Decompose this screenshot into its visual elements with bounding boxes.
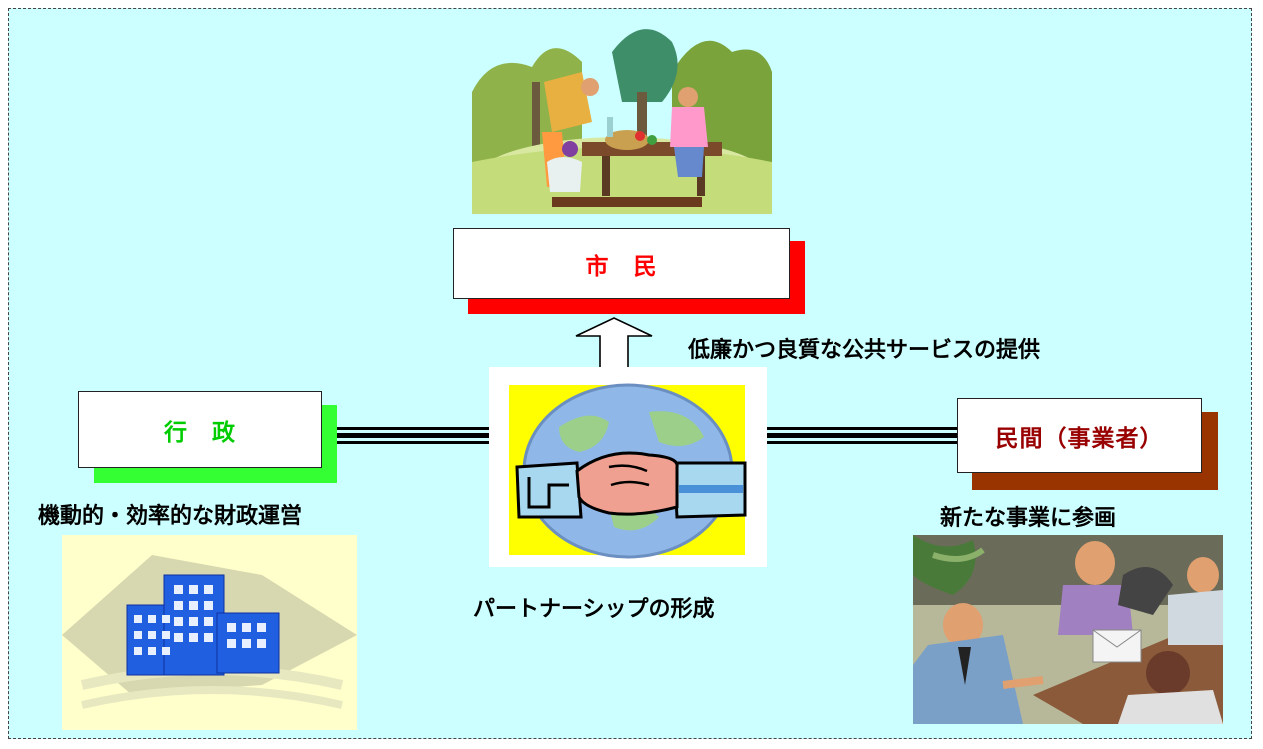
citizen-box: 市 民 [453, 228, 790, 299]
government-label: 行 政 [164, 419, 236, 446]
meeting-illustration [913, 535, 1223, 724]
partnership-caption: パートナーシップの形成 [473, 597, 715, 622]
handshake-illustration [489, 367, 767, 567]
service-caption: 低廉かつ良質な公共サービスの提供 [688, 338, 1041, 363]
up-arrow-icon [575, 317, 653, 372]
left-connector-line [337, 427, 493, 444]
government-box: 行 政 [78, 391, 322, 468]
citizen-label: 市 民 [585, 253, 658, 280]
finance-caption: 機動的・効率的な財政運営 [38, 504, 303, 529]
private-box: 民間（事業者） [957, 398, 1202, 473]
picnic-illustration [472, 12, 772, 214]
office-buildings-illustration [62, 535, 357, 730]
private-label: 民間（事業者） [995, 425, 1164, 452]
right-connector-line [767, 427, 959, 444]
business-caption: 新たな事業に参画 [940, 506, 1117, 531]
